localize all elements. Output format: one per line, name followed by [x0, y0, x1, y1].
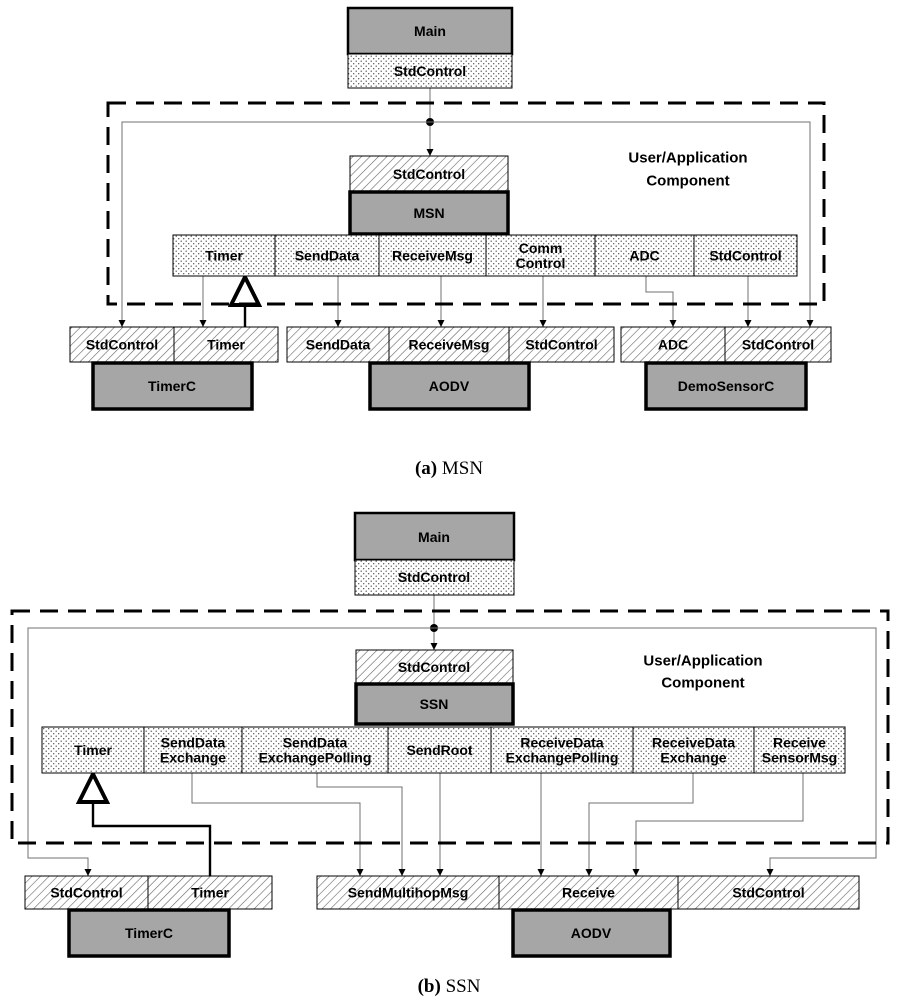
msn-caption: (a) MSN [415, 458, 483, 479]
msn-aodv-iface-label-1: ReceiveMsg [409, 337, 490, 353]
msn-timerc-iface-cell-0 [69, 326, 175, 363]
ssn-uses-label-3: SendRoot [406, 742, 472, 758]
msn-aodv-iface-label-0: SendData [306, 337, 371, 353]
msn-sensor-iface-cell-0 [620, 326, 726, 363]
msn-main-title: Main [414, 23, 446, 39]
msn-timerc-name: TimerC [148, 378, 196, 394]
msn-main-box [346, 6, 514, 56]
msn-aodv-iface-cell-1 [388, 326, 510, 363]
ssn-uses-cell-2 [241, 726, 389, 774]
msn-group-label-line1: User/Application [628, 149, 747, 166]
ssn-group-label-line2: Component [661, 674, 744, 691]
ssn-aodv-box [511, 908, 672, 958]
msn-timerc-iface-cell-1 [173, 326, 279, 363]
msn-group-label-line2: Component [646, 172, 729, 189]
ssn-main-stdcontrol-label: StdControl [398, 569, 470, 585]
ssn-aodv-iface-cell-0 [316, 875, 500, 910]
msn-sensor-iface-label-0: ADC [658, 337, 688, 353]
msn-provides-stdcontrol-cell [349, 155, 509, 193]
ssn-component-name: SSN [420, 696, 449, 712]
ssn-aodv-iface-label-2: StdControl [732, 885, 804, 901]
msn-uses-label-1: SendData [295, 248, 360, 264]
ssn-component-box [354, 682, 515, 726]
msn-timerc-iface-label-1: Timer [207, 337, 245, 353]
msn-wire-to-timerc-stdcontrol [118, 121, 430, 327]
msn-main-stdcontrol-label: StdControl [394, 63, 466, 79]
ssn-main-box [353, 511, 516, 562]
msn-wire-to-sensor-stdcontrol [430, 121, 814, 327]
msn-aodv-iface-cell-2 [508, 326, 615, 363]
ssn-timerc-box [67, 908, 231, 958]
ssn-main-title: Main [418, 529, 450, 545]
ssn-main-stdcontrol-cell [354, 559, 515, 596]
ssn-uses-cell-4 [490, 726, 634, 774]
ssn-timerc-iface-label-1: Timer [191, 885, 229, 901]
msn-aodv-iface-cell-0 [286, 326, 390, 363]
msn-uses-cell-3 [485, 234, 596, 277]
msn-timerc-box [91, 361, 254, 411]
msn-wire-adc [645, 276, 677, 327]
msn-provides-stdcontrol-label: StdControl [393, 166, 465, 182]
msn-uses-cell-2 [378, 234, 487, 277]
ssn-aodv-name: AODV [571, 925, 612, 941]
msn-sensor-iface-cell-1 [724, 326, 832, 363]
ssn-wire-to-aodv-stdcontrol [434, 627, 877, 876]
msn-user-application-boundary [106, 101, 826, 306]
msn-uses-cell-0 [172, 234, 276, 277]
msn-main-stdcontrol-cell [347, 53, 513, 89]
ssn-provides-stdcontrol-cell [355, 649, 514, 685]
ssn-uses-cell-1 [143, 726, 243, 774]
msn-sensor-box [644, 361, 808, 411]
msn-aodv-box [368, 361, 531, 411]
ssn-wire-to-timerc-stdcontrol [27, 627, 434, 876]
msn-component-box [348, 190, 510, 236]
ssn-group-label-line1: User/Application [643, 652, 762, 669]
ssn-uses-cell-6 [753, 726, 846, 774]
ssn-aodv-iface-label-0: SendMultihopMsg [348, 885, 469, 901]
msn-uses-label-2: ReceiveMsg [392, 248, 473, 264]
ssn-wire-senddata-exchange [191, 773, 364, 876]
msn-uses-label-5: StdControl [709, 248, 781, 264]
msn-uses-label-4: ADC [629, 248, 659, 264]
ssn-uses-cell-0 [41, 726, 145, 774]
ssn-wire-receivedata-exchange [585, 773, 694, 876]
ssn-wire-receive-sensormsg [632, 773, 804, 876]
ssn-wire-senddata-exchangepolling [316, 773, 406, 876]
ssn-caption: (b) SSN [418, 976, 481, 997]
ssn-wire-timer-fired [93, 774, 212, 876]
msn-timerc-iface-label-0: StdControl [86, 337, 158, 353]
msn-aodv-name: AODV [429, 378, 470, 394]
msn-sensor-name: DemoSensorC [678, 378, 774, 394]
msn-aodv-iface-label-2: StdControl [525, 337, 597, 353]
ssn-timerc-iface-label-0: StdControl [50, 885, 122, 901]
msn-component-name: MSN [413, 205, 444, 221]
ssn-user-application-boundary [10, 609, 890, 845]
ssn-aodv-iface-cell-2 [677, 875, 860, 910]
msn-uses-label-0: Timer [205, 248, 243, 264]
msn-uses-cell-5 [693, 234, 798, 277]
ssn-aodv-iface-label-1: Receive [562, 885, 615, 901]
msn-uses-cell-4 [594, 234, 695, 277]
msn-sensor-iface-label-1: StdControl [742, 337, 814, 353]
ssn-provides-stdcontrol-label: StdControl [398, 659, 470, 675]
ssn-timerc-name: TimerC [125, 925, 173, 941]
ssn-uses-label-0: Timer [74, 742, 112, 758]
